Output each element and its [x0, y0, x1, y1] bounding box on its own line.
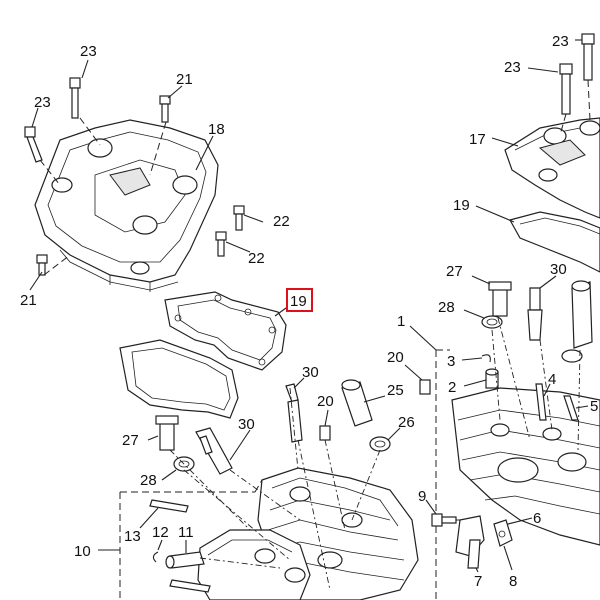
clip-3	[481, 354, 491, 363]
stud-13	[149, 499, 211, 593]
bolt-21-top	[159, 95, 171, 123]
callout-30[interactable]: 30	[238, 416, 255, 433]
callout-30[interactable]: 30	[302, 364, 319, 381]
sleeve-25	[341, 379, 373, 427]
sleeve-27-right	[488, 281, 512, 317]
callout-20[interactable]: 20	[387, 349, 404, 366]
callout-28[interactable]: 28	[438, 299, 455, 316]
callout-11[interactable]: 11	[178, 524, 194, 541]
callout-2[interactable]: 2	[448, 379, 456, 396]
pin-11	[165, 551, 205, 569]
washer-26	[369, 436, 391, 452]
cylinder-head-bottom-left	[197, 529, 311, 600]
spark-plug-30-upper	[285, 383, 303, 443]
callout-18[interactable]: 18	[208, 121, 225, 138]
callout-1[interactable]: 1	[397, 313, 405, 330]
part-8	[493, 519, 513, 547]
callout-9[interactable]: 9	[418, 488, 426, 505]
callout-5[interactable]: 5	[590, 398, 598, 415]
callout-22[interactable]: 22	[273, 213, 290, 230]
clip-12	[152, 551, 159, 563]
cylinder-head-right	[451, 387, 600, 546]
callout-17[interactable]: 17	[469, 131, 486, 148]
gasket-19-left	[164, 291, 287, 371]
bolt-21-low	[36, 254, 48, 276]
callout-23[interactable]: 23	[80, 43, 97, 60]
bolt-23-left	[24, 126, 43, 163]
bolt-9	[431, 513, 457, 527]
callout-19[interactable]: 19	[453, 197, 470, 214]
callout-3[interactable]: 3	[447, 353, 455, 370]
callout-30[interactable]: 30	[550, 261, 567, 278]
sleeve-27-left	[155, 415, 179, 451]
sleeve-right-long	[571, 280, 593, 349]
callout-26[interactable]: 26	[398, 414, 415, 431]
spark-plug-30-lower	[195, 427, 233, 475]
stud-5	[563, 395, 579, 421]
washer-28-right	[481, 315, 503, 329]
callout-4[interactable]: 4	[548, 371, 556, 388]
callout-23[interactable]: 23	[552, 33, 569, 50]
pin-2	[485, 368, 499, 389]
callout-12[interactable]: 12	[152, 524, 169, 541]
callout-10[interactable]: 10	[74, 543, 91, 560]
head-cover-left	[34, 119, 219, 292]
collar-20-right	[419, 379, 431, 395]
callout-8[interactable]: 8	[509, 573, 517, 590]
highlight-box	[286, 288, 313, 312]
callout-23[interactable]: 23	[504, 59, 521, 76]
bolt-22-b	[215, 231, 227, 257]
bolt-22-a	[233, 205, 245, 231]
callout-19-highlighted[interactable]: 19	[290, 293, 307, 310]
head-cover-right	[504, 117, 600, 219]
bolt-23-right-b	[581, 33, 595, 81]
spark-plug-30-right	[527, 287, 543, 341]
callout-27[interactable]: 27	[446, 263, 463, 280]
callout-13[interactable]: 13	[124, 528, 141, 545]
collar-20-left	[319, 425, 331, 441]
part-7	[467, 539, 481, 569]
callout-6[interactable]: 6	[533, 510, 541, 527]
callout-23[interactable]: 23	[34, 94, 51, 111]
gasket-small-left	[119, 339, 239, 419]
callout-7[interactable]: 7	[474, 573, 482, 590]
stud-4	[535, 383, 547, 421]
gasket-19-right	[509, 211, 600, 273]
callout-20[interactable]: 20	[317, 393, 334, 410]
bolt-23-right-a	[559, 63, 573, 115]
callout-21[interactable]: 21	[176, 71, 193, 88]
bolt-23-top	[69, 77, 81, 119]
callout-22[interactable]: 22	[248, 250, 265, 267]
callout-27[interactable]: 27	[122, 432, 139, 449]
callout-21[interactable]: 21	[20, 292, 37, 309]
callout-25[interactable]: 25	[387, 382, 404, 399]
callout-28[interactable]: 28	[140, 472, 157, 489]
